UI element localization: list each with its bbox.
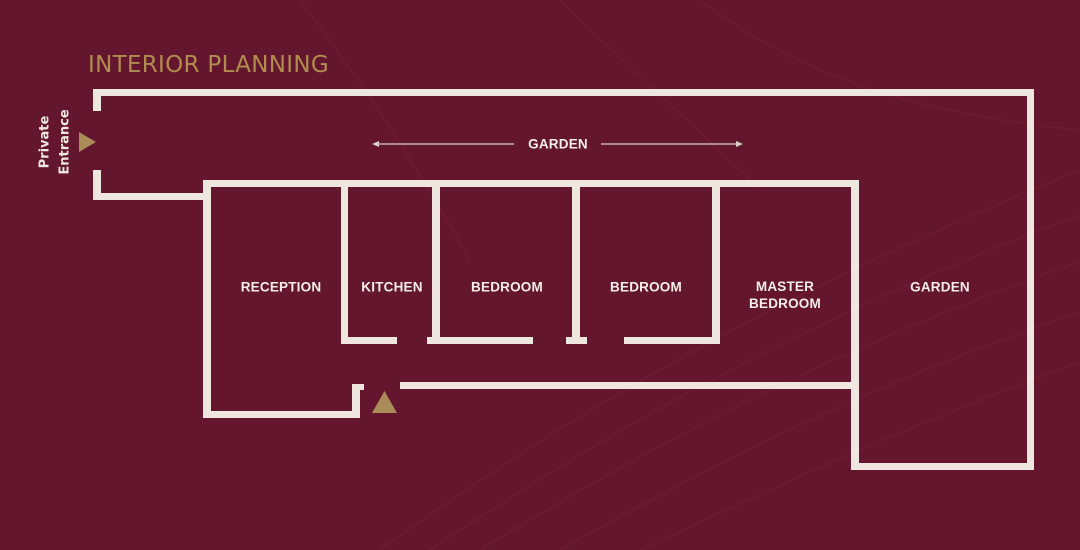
room-kitchen-label: KITCHEN (361, 279, 423, 295)
wall-kitchen-bottom (341, 337, 397, 344)
garden-top-label: GARDEN (528, 136, 588, 152)
wall-bedroom2-bottom (624, 337, 720, 344)
wall-master-left (712, 187, 720, 344)
wall-outer-top (93, 89, 1034, 96)
wall-outer-bottom (851, 463, 1034, 470)
room-reception-label: RECEPTION (240, 279, 322, 295)
wall-bedroom1-bottom (427, 337, 533, 344)
wall-entrance-bottom (93, 170, 101, 200)
room-master-bedroom-label: MASTER BEDROOM (749, 278, 821, 312)
wall-kitchen-left (341, 187, 348, 344)
wall-reception-bottom (203, 411, 360, 418)
wall-garden-left (851, 180, 859, 470)
wall-corridor-bottom (400, 382, 859, 389)
wall-reception-left (203, 180, 211, 418)
wall-inner-top (203, 180, 859, 187)
master-line1: MASTER (755, 279, 815, 294)
arrow-right-icon (736, 141, 743, 147)
master-line2: BEDROOM (749, 296, 821, 311)
wall-outer-right (1027, 89, 1034, 470)
wall-entrance-top (93, 89, 101, 111)
room-garden-label: GARDEN (910, 279, 970, 295)
wall-kitchen-right (432, 187, 440, 344)
room-bedroom-1-label: BEDROOM (471, 279, 543, 295)
wall-bedroom-divider (572, 187, 580, 344)
wall-divider-bottom (566, 337, 587, 344)
wall-door-jamb (352, 384, 360, 418)
wall-entrance-corridor (93, 193, 211, 200)
private-entrance-arrow-icon (79, 132, 96, 152)
wall-door-stub (352, 384, 364, 390)
main-entrance-arrow-icon (372, 391, 397, 413)
room-bedroom-2-label: BEDROOM (610, 279, 682, 295)
arrow-left-icon (372, 141, 379, 147)
page-title: INTERIOR PLANNING (88, 52, 329, 78)
